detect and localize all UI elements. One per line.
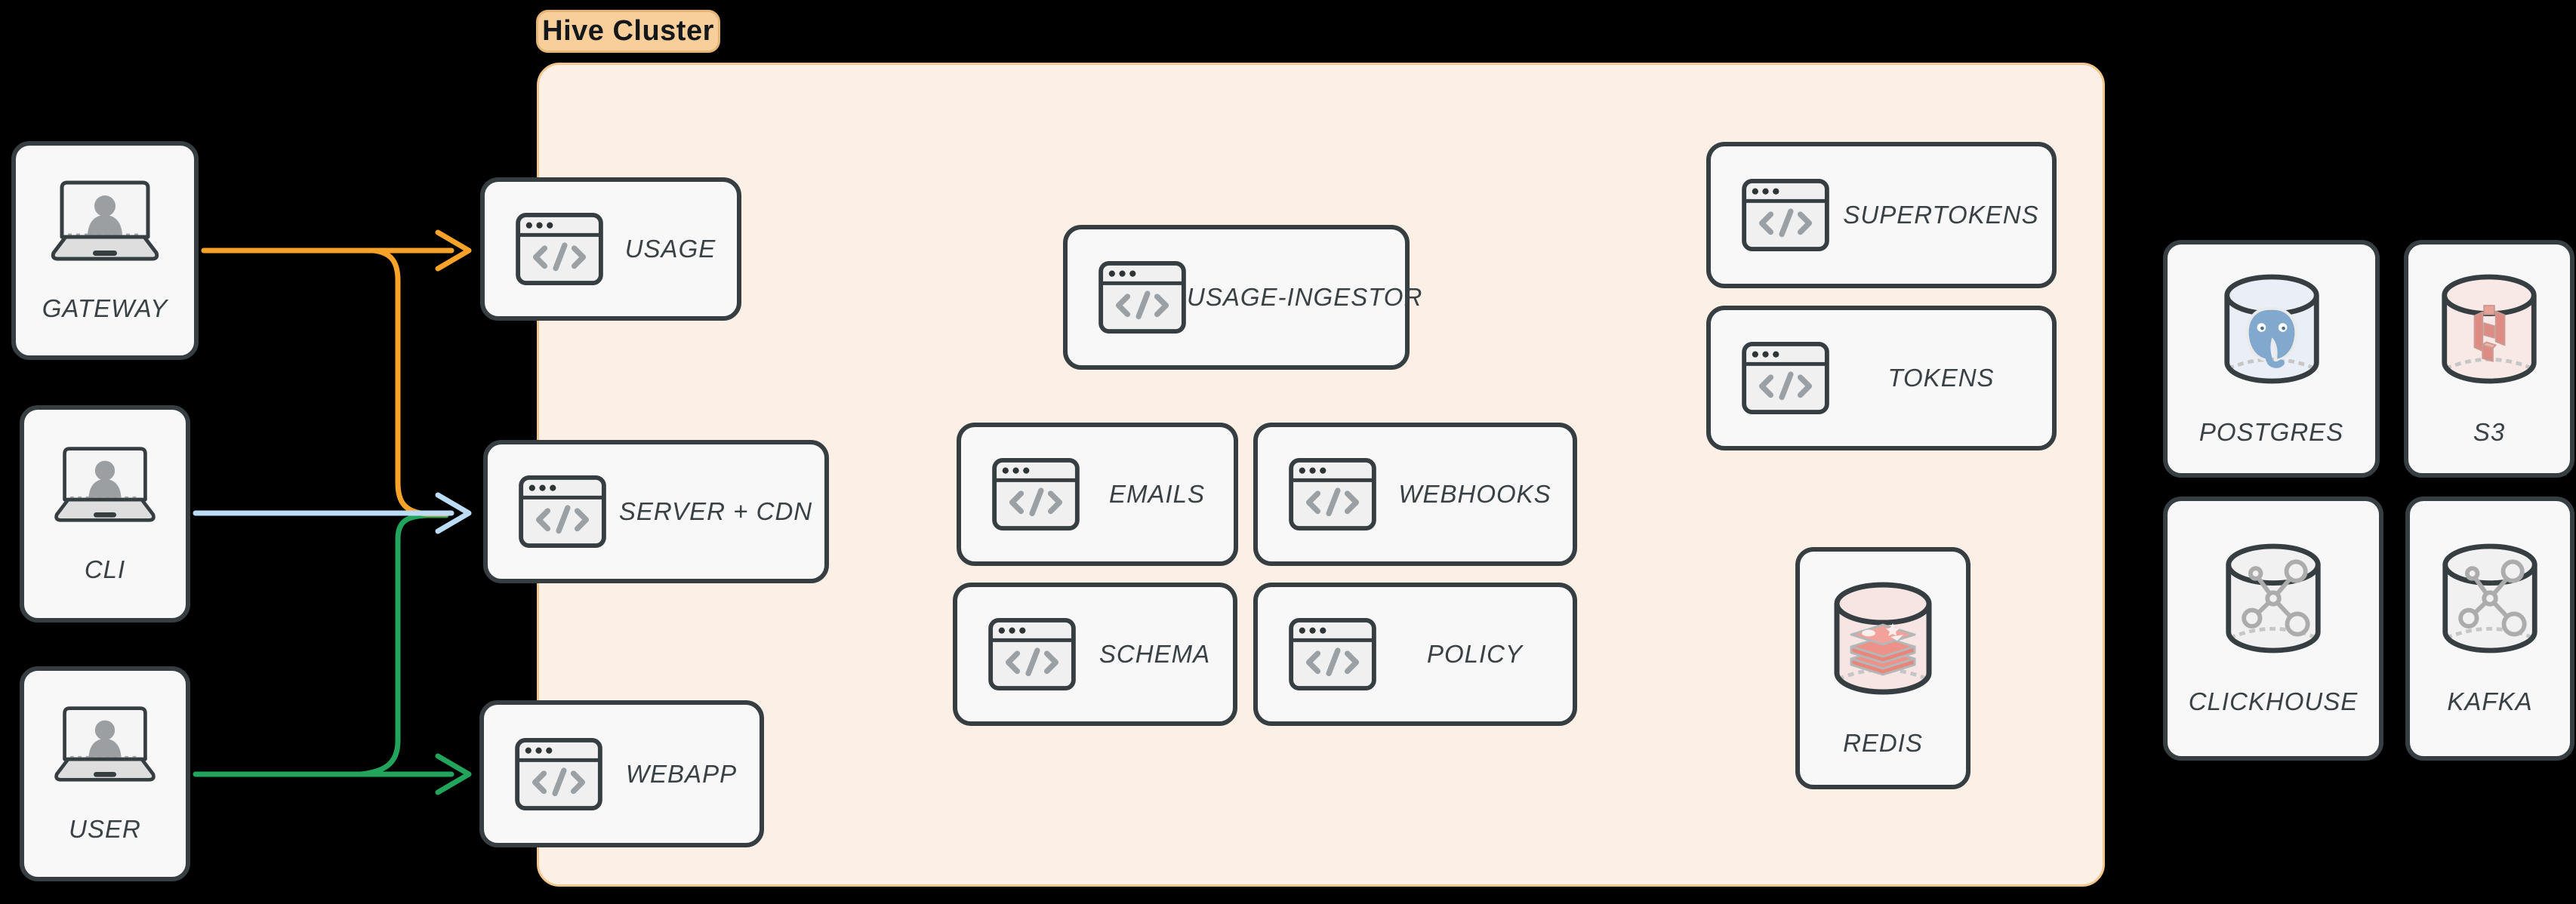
node-label: POLICY: [1426, 640, 1524, 668]
node-label: USER: [69, 815, 141, 843]
node-user: USER: [20, 666, 190, 881]
node-usage-ingestor: USAGE-INGESTOR: [1063, 225, 1422, 370]
node-label: GATEWAY: [42, 294, 168, 322]
code-window-icon: [514, 737, 603, 811]
node-label: CLICKHOUSE: [2188, 687, 2359, 715]
node-policy: POLICY: [1253, 583, 1577, 726]
code-window-icon: [1741, 341, 1830, 415]
node-label: WEBAPP: [625, 759, 738, 788]
node-label: KAFKA: [2447, 687, 2533, 715]
code-window-icon: [518, 475, 607, 549]
code-window-icon: [991, 457, 1080, 531]
node-label: S3: [2473, 417, 2506, 446]
edge-gateway-to-usage-and-server: [201, 229, 472, 517]
cluster-label-badge: Hive Cluster: [536, 10, 720, 53]
node-webhooks: WEBHOOKS: [1253, 423, 1577, 566]
node-webapp: WEBAPP: [479, 700, 764, 847]
node-kafka: KAFKA: [2405, 497, 2574, 761]
node-s3: S3: [2404, 240, 2574, 478]
code-window-icon: [1098, 260, 1187, 334]
node-clickhouse: CLICKHOUSE: [2163, 497, 2383, 761]
clickhouse-db-icon: [2222, 541, 2325, 656]
node-label: WEBHOOKS: [1398, 480, 1551, 508]
node-schema: SCHEMA: [953, 583, 1237, 726]
node-label: SERVER + CDN: [618, 497, 813, 525]
node-label: REDIS: [1843, 728, 1923, 757]
code-window-icon: [515, 212, 604, 286]
laptop-user-icon: [48, 444, 162, 524]
node-server-cdn: SERVER + CDN: [483, 440, 829, 583]
postgres-db-icon: [2220, 272, 2323, 386]
laptop-user-icon: [45, 178, 165, 263]
code-window-icon: [1288, 617, 1377, 691]
node-label: SUPERTOKENS: [1843, 201, 2039, 229]
node-redis: REDIS: [1795, 547, 1971, 789]
node-label: POSTGRES: [2199, 417, 2344, 446]
node-supertokens: SUPERTOKENS: [1706, 142, 2057, 288]
s3-db-icon: [2438, 272, 2541, 386]
edge-user-to-webapp-and-server: [193, 512, 472, 795]
node-label: EMAILS: [1108, 480, 1206, 508]
node-label: SCHEMA: [1098, 640, 1211, 668]
node-tokens: TOKENS: [1706, 306, 2057, 450]
node-label: TOKENS: [1887, 364, 1995, 392]
code-window-icon: [1288, 457, 1377, 531]
laptop-user-icon: [48, 704, 162, 783]
node-label: CLI: [84, 555, 126, 583]
code-window-icon: [1741, 178, 1830, 252]
node-label: USAGE-INGESTOR: [1187, 283, 1423, 311]
node-label: USAGE: [624, 235, 716, 263]
node-postgres: POSTGRES: [2163, 240, 2380, 478]
node-emails: EMAILS: [957, 423, 1238, 566]
redis-db-icon: [1830, 580, 1936, 697]
code-window-icon: [988, 617, 1077, 691]
kafka-db-icon: [2439, 541, 2541, 656]
node-usage: USAGE: [480, 177, 741, 321]
edge-cli-to-server: [193, 492, 472, 534]
node-cli: CLI: [20, 405, 190, 623]
node-gateway: GATEWAY: [11, 141, 199, 360]
cluster-label: Hive Cluster: [542, 15, 714, 47]
